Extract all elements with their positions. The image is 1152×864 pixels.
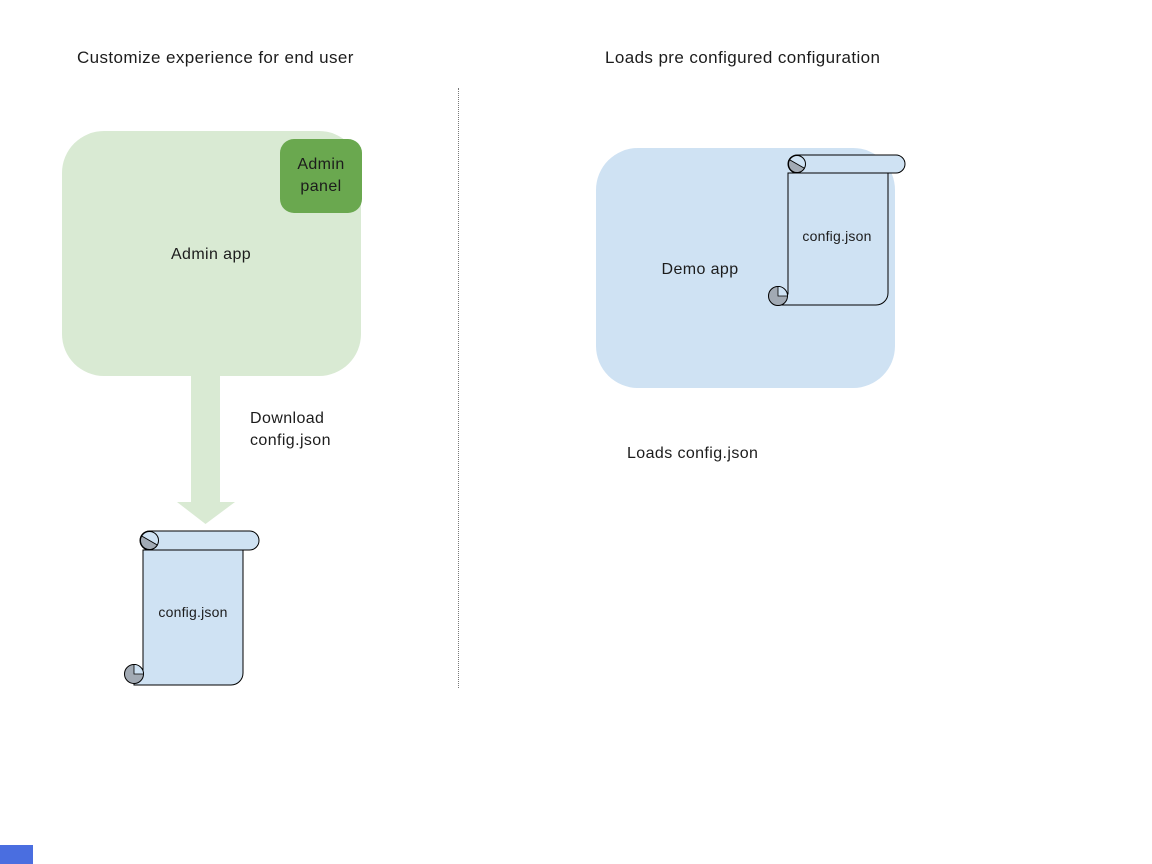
scroll-label-right: config.json bbox=[802, 228, 871, 244]
partial-blue-shape bbox=[0, 845, 33, 864]
admin-panel-label: Admin panel bbox=[297, 156, 345, 195]
download-caption: Download config.json bbox=[250, 410, 331, 449]
config-json-scroll-icon-left: config.json bbox=[124, 530, 260, 686]
right-panel-title: Loads pre configured configuration bbox=[605, 48, 881, 67]
demo-app-label: Demo app bbox=[661, 261, 739, 278]
loads-caption: Loads config.json bbox=[627, 445, 759, 462]
download-arrow-icon bbox=[177, 376, 235, 524]
left-panel-title: Customize experience for end user bbox=[77, 48, 354, 67]
config-json-scroll-icon-right: config.json bbox=[768, 154, 906, 306]
admin-app-label: Admin app bbox=[170, 246, 252, 263]
panel-divider bbox=[458, 88, 459, 688]
scroll-label-left: config.json bbox=[158, 604, 227, 620]
admin-panel-box: Admin panel bbox=[280, 139, 362, 213]
